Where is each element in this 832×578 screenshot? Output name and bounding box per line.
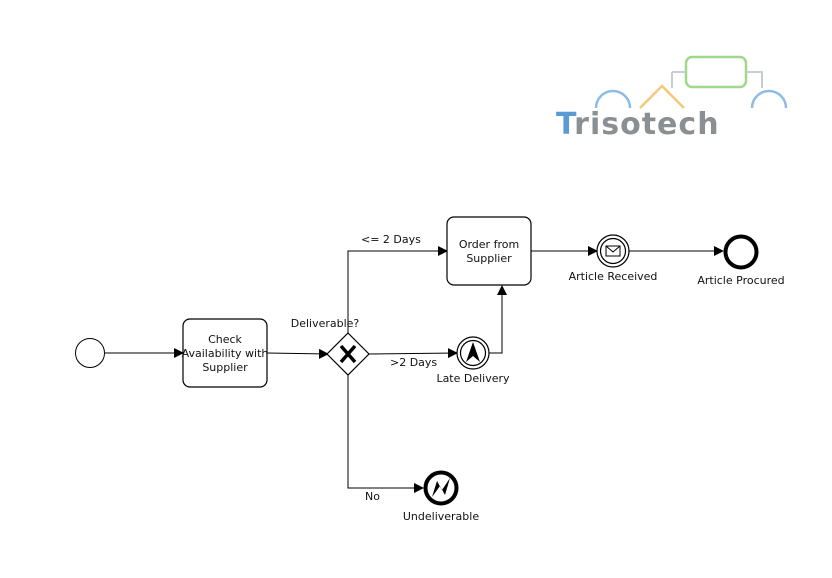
task-check-line-2: Availability with [182, 347, 269, 360]
task-order-line-1: Order from [459, 238, 519, 251]
logo-first-letter: T [556, 107, 577, 142]
envelope-icon [605, 245, 621, 257]
flow-label-no: No [365, 490, 380, 503]
label-undeliverable: Undeliverable [403, 510, 479, 523]
flow-late-to-order[interactable] [489, 285, 507, 354]
event-late-delivery[interactable] [456, 336, 490, 370]
logo-connector [671, 71, 763, 88]
late-inner-ring [459, 339, 487, 367]
flow-label-le-2-days: <= 2 Days [361, 233, 421, 246]
task-order-line-2: Supplier [466, 252, 512, 265]
task-check-availability[interactable]: Check Availability with Supplier [182, 318, 269, 388]
logo-arc-left [594, 89, 632, 109]
flow-no[interactable] [347, 374, 424, 493]
gateway-x-icon [339, 344, 357, 364]
label-article-procured: Article Procured [697, 274, 784, 287]
start-event[interactable] [75, 338, 105, 368]
task-order-box[interactable] [446, 216, 532, 286]
logo-wordmark: Trisotech [556, 107, 720, 142]
task-check-box[interactable] [182, 318, 268, 388]
received-inner-ring [599, 237, 627, 265]
flow-gt-2-days[interactable] [367, 348, 458, 359]
gateway-label: Deliverable? [291, 317, 360, 330]
task-order-from-supplier[interactable]: Order from Supplier [446, 216, 532, 286]
trisotech-logo: Trisotech [556, 55, 788, 142]
flow-label-gt-2-days: >2 Days [390, 356, 437, 369]
logo-box [684, 55, 748, 89]
logo-roof [639, 84, 685, 109]
end-event-article-procured[interactable] [723, 234, 759, 270]
task-check-line-1: Check [208, 333, 242, 346]
flow-le-2-days[interactable] [347, 246, 448, 334]
logo-arc-right [750, 89, 788, 109]
event-article-received[interactable] [596, 234, 630, 268]
end-event-undeliverable[interactable] [423, 470, 459, 506]
logo-rest-letters: risotech [574, 107, 719, 142]
sequence-flows [105, 246, 724, 493]
escalation-icon [466, 342, 480, 362]
error-lightning-icon [432, 478, 450, 497]
flow-check-to-gateway[interactable] [266, 348, 329, 359]
exclusive-gateway[interactable] [326, 332, 370, 376]
task-check-line-3: Supplier [202, 361, 248, 374]
label-article-received: Article Received [569, 270, 658, 283]
label-late-delivery: Late Delivery [436, 372, 510, 385]
